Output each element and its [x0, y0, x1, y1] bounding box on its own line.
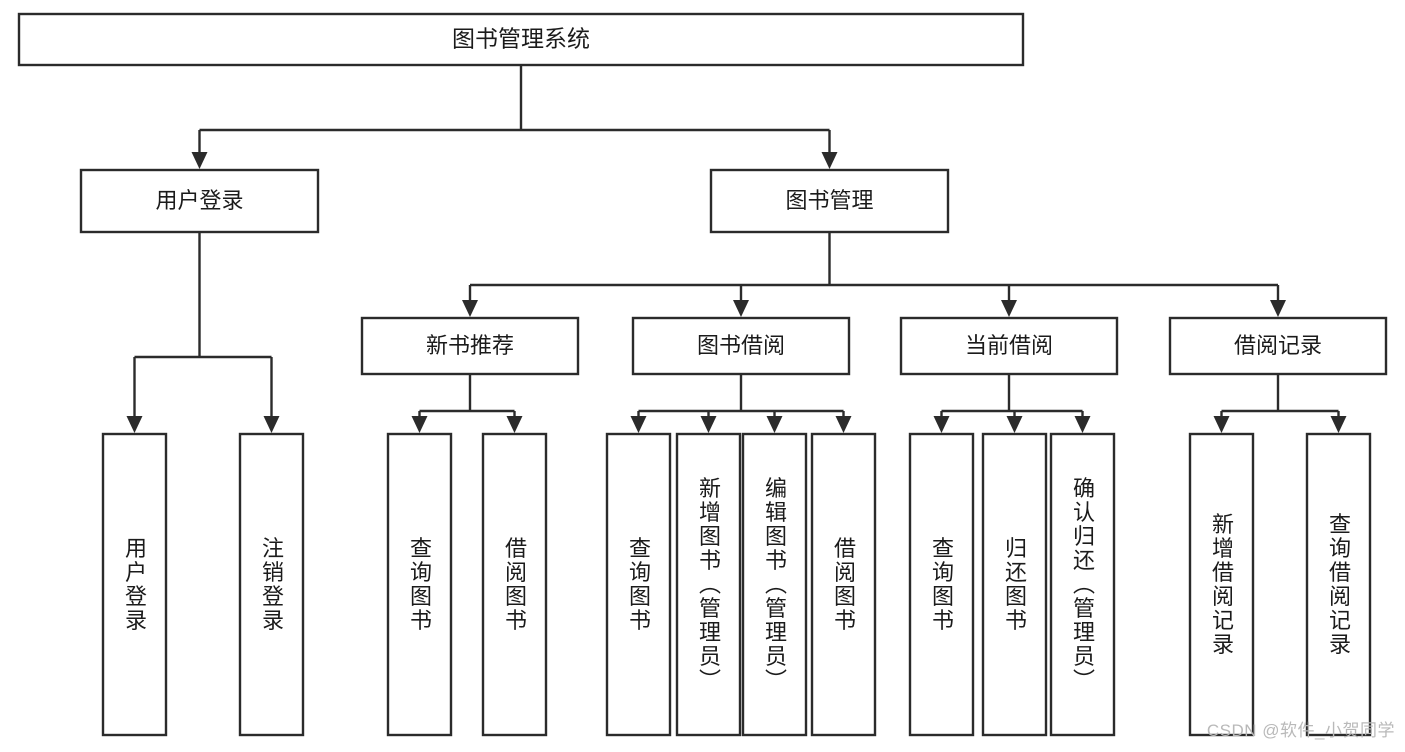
- node-label-borrow-record: 借阅记录: [1234, 333, 1322, 358]
- node-book-borrow[interactable]: 图书借阅: [631, 316, 851, 376]
- node-book-manage[interactable]: 图书管理: [709, 168, 950, 234]
- node-box-leaf-borrow-book-2: [810, 432, 877, 737]
- node-root[interactable]: 图书管理系统: [17, 12, 1025, 67]
- node-borrow-record[interactable]: 借阅记录: [1168, 316, 1388, 376]
- node-new-book-rec[interactable]: 新书推荐: [360, 316, 580, 376]
- node-box-leaf-return-book: [981, 432, 1048, 737]
- node-box-leaf-logout: [238, 432, 305, 737]
- node-leaf-query-book-1[interactable]: 查询图书: [386, 432, 453, 737]
- node-box-leaf-add-book: [675, 432, 742, 737]
- node-box-leaf-add-record: [1188, 432, 1255, 737]
- node-leaf-user-login[interactable]: 用户登录: [101, 432, 168, 737]
- node-user-login[interactable]: 用户登录: [79, 168, 320, 234]
- node-box-book-borrow: [631, 316, 851, 376]
- node-label-leaf-query-book-1: 查询图书: [407, 537, 432, 633]
- node-label-leaf-return-book: 归还图书: [1002, 537, 1027, 633]
- node-box-book-manage: [709, 168, 950, 234]
- node-leaf-add-record[interactable]: 新增借阅记录: [1188, 432, 1255, 737]
- node-leaf-query-record[interactable]: 查询借阅记录: [1305, 432, 1372, 737]
- node-label-leaf-query-book-3: 查询图书: [929, 537, 954, 633]
- nodes-layer: 图书管理系统用户登录图书管理新书推荐图书借阅当前借阅借阅记录用户登录注销登录查询…: [17, 12, 1388, 737]
- edge-group-new-book-rec: [411, 374, 523, 433]
- node-label-leaf-edit-book: 编辑图书（管理员）: [762, 477, 787, 693]
- node-leaf-add-book[interactable]: 新增图书（管理员）: [675, 432, 742, 737]
- node-box-leaf-query-book-2: [605, 432, 672, 737]
- node-leaf-query-book-2[interactable]: 查询图书: [605, 432, 672, 737]
- node-label-leaf-logout: 注销登录: [259, 537, 284, 633]
- node-box-leaf-borrow-book-1: [481, 432, 548, 737]
- node-label-book-borrow: 图书借阅: [697, 333, 785, 358]
- node-leaf-logout[interactable]: 注销登录: [238, 432, 305, 737]
- node-label-leaf-confirm-return: 确认归还（管理员）: [1070, 477, 1095, 693]
- node-label-new-book-rec: 新书推荐: [426, 333, 514, 358]
- node-box-leaf-query-record: [1305, 432, 1372, 737]
- node-box-root: [17, 12, 1025, 67]
- node-label-user-login: 用户登录: [155, 188, 243, 213]
- edge-group-root: [191, 65, 838, 169]
- node-leaf-query-book-3[interactable]: 查询图书: [908, 432, 975, 737]
- node-label-leaf-add-record: 新增借阅记录: [1209, 513, 1234, 657]
- node-box-borrow-record: [1168, 316, 1388, 376]
- node-current-borrow[interactable]: 当前借阅: [899, 316, 1119, 376]
- node-label-book-manage: 图书管理: [785, 188, 873, 213]
- edge-group-book-manage: [462, 232, 1286, 317]
- node-box-leaf-user-login: [101, 432, 168, 737]
- node-label-leaf-query-book-2: 查询图书: [626, 537, 651, 633]
- node-leaf-confirm-return[interactable]: 确认归还（管理员）: [1049, 432, 1116, 737]
- edges-layer: [126, 65, 1347, 433]
- edge-group-borrow-record: [1213, 374, 1347, 433]
- node-box-user-login: [79, 168, 320, 234]
- node-label-leaf-add-book: 新增图书（管理员）: [696, 477, 721, 693]
- node-label-current-borrow: 当前借阅: [965, 333, 1053, 358]
- node-box-current-borrow: [899, 316, 1119, 376]
- node-label-leaf-borrow-book-1: 借阅图书: [502, 537, 527, 633]
- edge-group-book-borrow: [630, 374, 852, 433]
- node-label-leaf-query-record: 查询借阅记录: [1326, 513, 1351, 657]
- node-label-leaf-borrow-book-2: 借阅图书: [831, 537, 856, 633]
- node-label-root: 图书管理系统: [452, 26, 590, 52]
- edge-group-current-borrow: [933, 374, 1091, 433]
- node-leaf-borrow-book-2[interactable]: 借阅图书: [810, 432, 877, 737]
- node-box-leaf-edit-book: [741, 432, 808, 737]
- node-label-leaf-user-login: 用户登录: [122, 537, 147, 633]
- edge-group-user-login: [126, 232, 280, 433]
- node-leaf-edit-book[interactable]: 编辑图书（管理员）: [741, 432, 808, 737]
- node-box-leaf-query-book-1: [386, 432, 453, 737]
- node-leaf-borrow-book-1[interactable]: 借阅图书: [481, 432, 548, 737]
- node-box-leaf-query-book-3: [908, 432, 975, 737]
- node-leaf-return-book[interactable]: 归还图书: [981, 432, 1048, 737]
- node-box-new-book-rec: [360, 316, 580, 376]
- node-box-leaf-confirm-return: [1049, 432, 1116, 737]
